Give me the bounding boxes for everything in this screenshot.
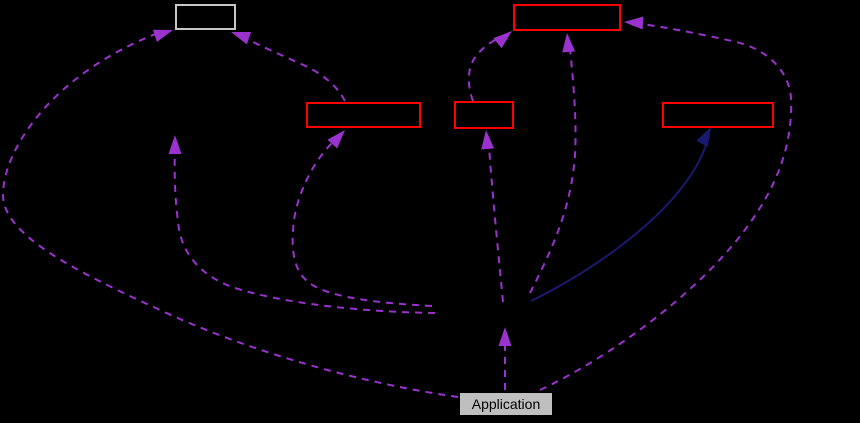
edge-mid-to-top-center-bottom: [529, 47, 577, 294]
node-top-center[interactable]: [513, 4, 621, 31]
node-application-label: Application: [472, 396, 541, 412]
node-mid-right[interactable]: [662, 102, 774, 128]
edge-mid-to-mid-small: [488, 146, 504, 303]
node-mid-left[interactable]: [306, 102, 421, 128]
edge-mid-to-left-rank-arrowhead: [168, 135, 182, 154]
node-application: [458, 391, 554, 417]
node-top-left[interactable]: [175, 4, 236, 30]
edge-mid-to-left-rank: [173, 148, 436, 314]
edge-mid-small-to-top-center: [467, 36, 502, 102]
edge-mid-left-to-top-left: [248, 39, 346, 102]
edge-application-up-arrowhead: [498, 327, 512, 346]
edge-mid-to-mid-left: [291, 140, 433, 307]
edge-inheritance-to-mid-right: [530, 135, 710, 302]
edge-application-to-top-left-loop: [1, 32, 459, 398]
edge-application-to-top-center-right-loop-arrowhead: [624, 16, 644, 30]
edge-mid-left-to-top-left-arrowhead: [231, 32, 252, 45]
edge-mid-to-top-center-bottom-arrowhead: [562, 33, 576, 53]
edge-mid-to-mid-small-arrowhead: [481, 130, 495, 150]
edge-mid-small-to-top-center-arrowhead: [493, 31, 512, 49]
node-mid-small[interactable]: [454, 101, 514, 129]
edge-application-to-top-left-loop-arrowhead: [152, 29, 173, 43]
edge-mid-to-mid-left-arrowhead: [327, 130, 345, 149]
edge-application-to-top-center-right-loop: [539, 23, 793, 391]
edge-inheritance-to-mid-right-arrowhead: [696, 127, 711, 147]
